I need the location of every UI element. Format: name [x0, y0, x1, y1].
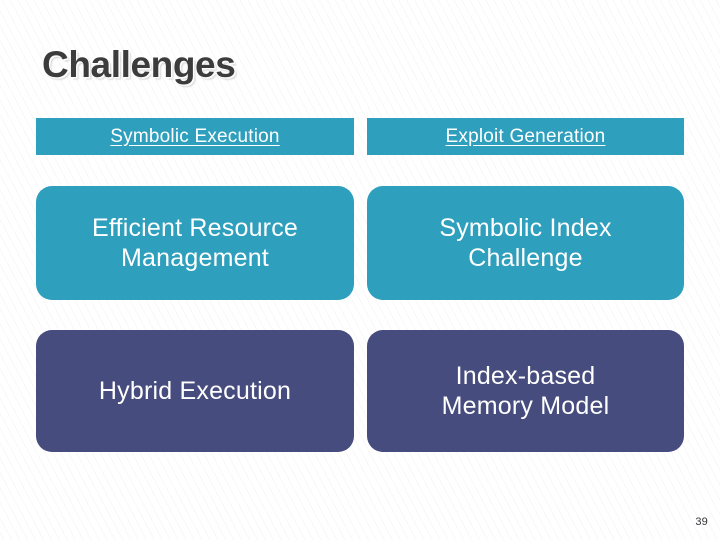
column-header-label: Symbolic Execution — [110, 125, 280, 147]
card-label: Hybrid Execution — [98, 376, 292, 405]
card-label: Symbolic Index Challenge — [439, 213, 612, 273]
column-header-symbolic-execution: Symbolic Execution — [36, 118, 354, 155]
column-header-exploit-generation: Exploit Generation — [367, 118, 684, 155]
card-hybrid-execution: Hybrid Execution — [36, 330, 354, 452]
column-header-label: Exploit Generation — [445, 125, 606, 147]
card-efficient-resource-management: Efficient Resource Management — [36, 186, 354, 300]
card-label: Efficient Resource Management — [91, 213, 299, 273]
page-title: Challenges — [42, 44, 236, 85]
card-label: Index-based Memory Model — [441, 361, 610, 421]
card-index-based-memory-model: Index-based Memory Model — [367, 330, 684, 452]
page-number: 39 — [695, 516, 708, 528]
card-symbolic-index-challenge: Symbolic Index Challenge — [367, 186, 684, 300]
